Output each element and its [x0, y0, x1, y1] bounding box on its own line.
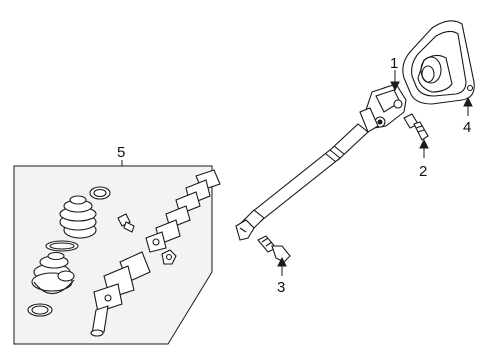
part-4-upper-boot [402, 20, 475, 105]
part-3-bolt [257, 235, 291, 263]
callout-4: 4 [463, 119, 471, 136]
leader-lines [277, 70, 473, 276]
callout-3: 3 [277, 279, 285, 296]
part-1-steering-shaft [235, 83, 407, 241]
part-5-inset-kit [13, 160, 221, 345]
part-2-bolt [403, 113, 429, 141]
inset-shaft-assembly [90, 169, 221, 337]
small-ring-2 [57, 270, 75, 282]
upper-bellows-boot [59, 195, 97, 239]
callout-1: 1 [390, 55, 398, 72]
inset-bolt [117, 213, 135, 233]
callout-5: 5 [117, 144, 125, 161]
callout-2: 2 [419, 163, 427, 180]
